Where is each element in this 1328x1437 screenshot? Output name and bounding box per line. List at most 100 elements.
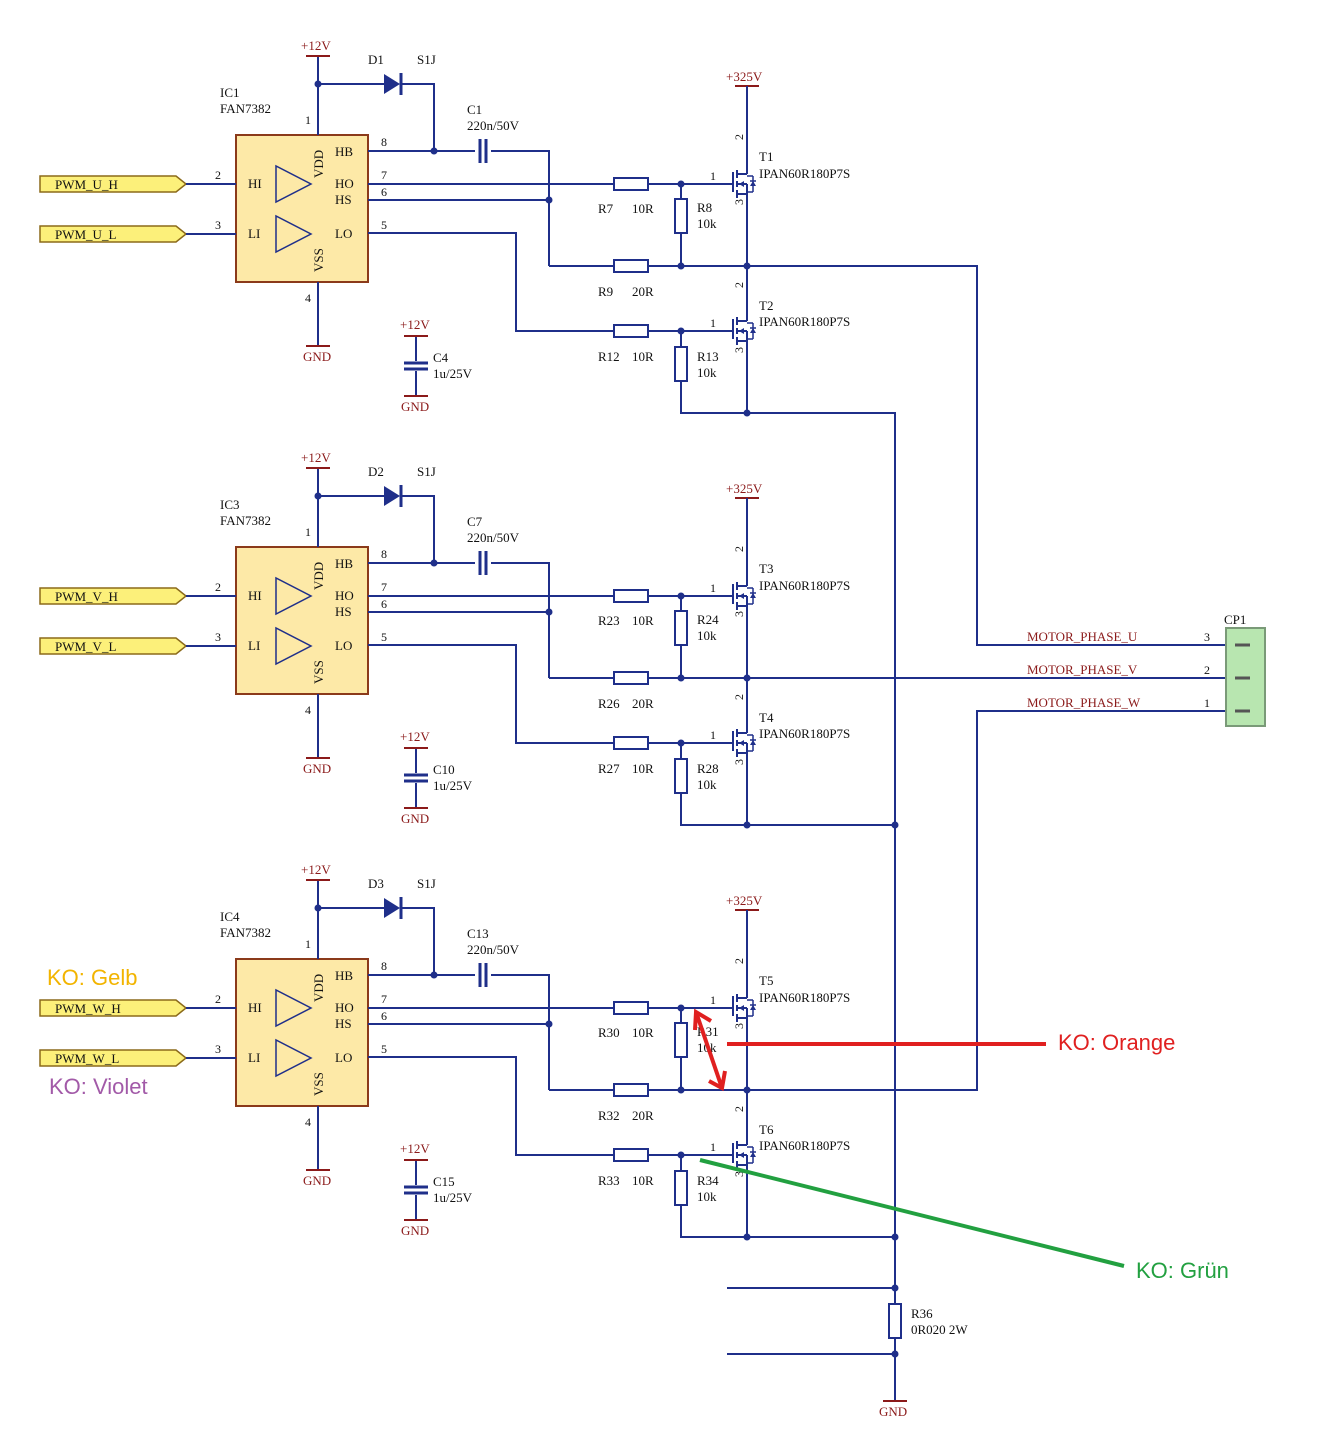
mosfet-high [730, 987, 757, 1029]
mosfet-high-ref: T5 [759, 973, 773, 988]
res-high-gs-ref: R8 [697, 200, 712, 215]
mosfet-high [730, 575, 757, 617]
res-low-gs-ref: R13 [697, 349, 719, 364]
res-high-gate-value: 10R [632, 613, 654, 628]
res-high-gate-value: 10R [632, 1025, 654, 1040]
port-hi [39, 587, 188, 605]
res-switch-ref: R26 [598, 696, 620, 711]
net-motor-phase-v: MOTOR_PHASE_V [1027, 662, 1138, 677]
fet-pin-3: 3 [732, 347, 746, 353]
pin-num-7: 7 [381, 992, 387, 1006]
port-li-label: PWM_V_L [55, 639, 116, 654]
res-switch-ref: R9 [598, 284, 613, 299]
pin-label-hi: HI [248, 588, 262, 603]
diode-part: S1J [417, 464, 436, 479]
fet-pin-2: 2 [732, 1106, 746, 1112]
decoup-cap-value: 1u/25V [433, 778, 473, 793]
fet-pin-1: 1 [710, 1140, 716, 1154]
mosfet-high-part: IPAN60R180P7S [759, 578, 850, 593]
mosfet-low-part: IPAN60R180P7S [759, 726, 850, 741]
decoup-cap-value: 1u/25V [433, 1190, 473, 1205]
mosfet-low-ref: T6 [759, 1122, 774, 1137]
mosfet-low-ref: T4 [759, 710, 774, 725]
connector-pin-3: 3 [1204, 630, 1210, 644]
connector-ref: CP1 [1224, 612, 1246, 627]
port-hi [39, 175, 188, 193]
rail-12v: +12V [301, 38, 331, 53]
res-low-gs-value: 10k [697, 1189, 717, 1204]
port-hi-label: PWM_W_H [55, 1001, 121, 1016]
pin-num-1: 1 [305, 937, 311, 951]
decoup-cap-value: 1u/25V [433, 366, 473, 381]
fet-pin-3: 3 [732, 611, 746, 617]
pin-num-7: 7 [381, 168, 387, 182]
res-low-gs-ref: R34 [697, 1173, 719, 1188]
connector-pin-1: 1 [1204, 696, 1210, 710]
pin-label-lo: LO [335, 1050, 352, 1065]
fet-pin-1: 1 [710, 728, 716, 742]
gate-driver-ic [235, 958, 369, 1107]
pin-num-8: 8 [381, 135, 387, 149]
decoup-12v: +12V [400, 317, 430, 332]
bootstrap-diode [384, 898, 400, 918]
phase-and-ground-bus [727, 265, 1226, 1402]
res-low-gate-value: 10R [632, 1173, 654, 1188]
res-switch-value: 20R [632, 696, 654, 711]
res-high-gate-ref: R23 [598, 613, 620, 628]
port-li-label: PWM_W_L [55, 1051, 119, 1066]
shunt-ref: R36 [911, 1306, 933, 1321]
pin-label-hi: HI [248, 1000, 262, 1015]
annotation-marks [693, 1008, 1125, 1268]
ic-ref: IC3 [220, 497, 240, 512]
res-high-gs-value: 10k [697, 216, 717, 231]
boot-cap-ref: C13 [467, 926, 489, 941]
ic-ref: IC1 [220, 85, 240, 100]
bootstrap-diode [384, 74, 400, 94]
boot-cap-ref: C7 [467, 514, 483, 529]
pin-num-4: 4 [305, 291, 311, 305]
pin-num-1: 1 [305, 525, 311, 539]
decoup-cap-ref: C4 [433, 350, 449, 365]
pin-num-4: 4 [305, 1115, 311, 1129]
res-high-gate-ref: R7 [598, 201, 614, 216]
pin-num-6: 6 [381, 597, 387, 611]
rail-325v: +325V [726, 69, 763, 84]
ic-gnd: GND [303, 349, 331, 364]
rail-325v: +325V [726, 481, 763, 496]
pin-label-vdd: VDD [311, 974, 326, 1002]
res-switch-value: 20R [632, 284, 654, 299]
annotation-gruen: KO: Grün [1136, 1258, 1229, 1283]
ic-part: FAN7382 [220, 513, 271, 528]
pin-num-6: 6 [381, 1009, 387, 1023]
pin-label-vss: VSS [311, 248, 326, 272]
res-low-gate-ref: R33 [598, 1173, 620, 1188]
mosfet-high-part: IPAN60R180P7S [759, 166, 850, 181]
pin-label-lo: LO [335, 226, 352, 241]
fet-pin-3: 3 [732, 759, 746, 765]
mosfet-high-ref: T1 [759, 149, 773, 164]
boot-cap-value: 220n/50V [467, 530, 520, 545]
shunt-gnd-label: GND [879, 1404, 907, 1419]
port-li [39, 637, 188, 655]
port-hi-label: PWM_V_H [55, 589, 118, 604]
half-bridge-stage-3: IC4FAN7382HILIHBHOHSLOVDDVSSPWM_W_HPWM_W… [39, 862, 850, 1241]
pin-label-lo: LO [335, 638, 352, 653]
port-li [39, 1049, 188, 1067]
pin-num-6: 6 [381, 185, 387, 199]
annotation-orange: KO: Orange [1058, 1030, 1175, 1055]
pin-label-ho: HO [335, 1000, 354, 1015]
decoup-12v: +12V [400, 729, 430, 744]
mosfet-low [730, 310, 757, 352]
port-li-label: PWM_U_L [55, 227, 116, 242]
pin-label-vdd: VDD [311, 562, 326, 590]
decoup-cap-ref: C10 [433, 762, 455, 777]
fet-pin-1: 1 [710, 316, 716, 330]
mosfet-high-ref: T3 [759, 561, 773, 576]
pin-label-li: LI [248, 1050, 260, 1065]
pin-label-hi: HI [248, 176, 262, 191]
port-hi-label: PWM_U_H [55, 177, 118, 192]
fet-pin-1: 1 [710, 993, 716, 1007]
fet-pin-2: 2 [732, 282, 746, 288]
decoup-gnd: GND [401, 1223, 429, 1238]
